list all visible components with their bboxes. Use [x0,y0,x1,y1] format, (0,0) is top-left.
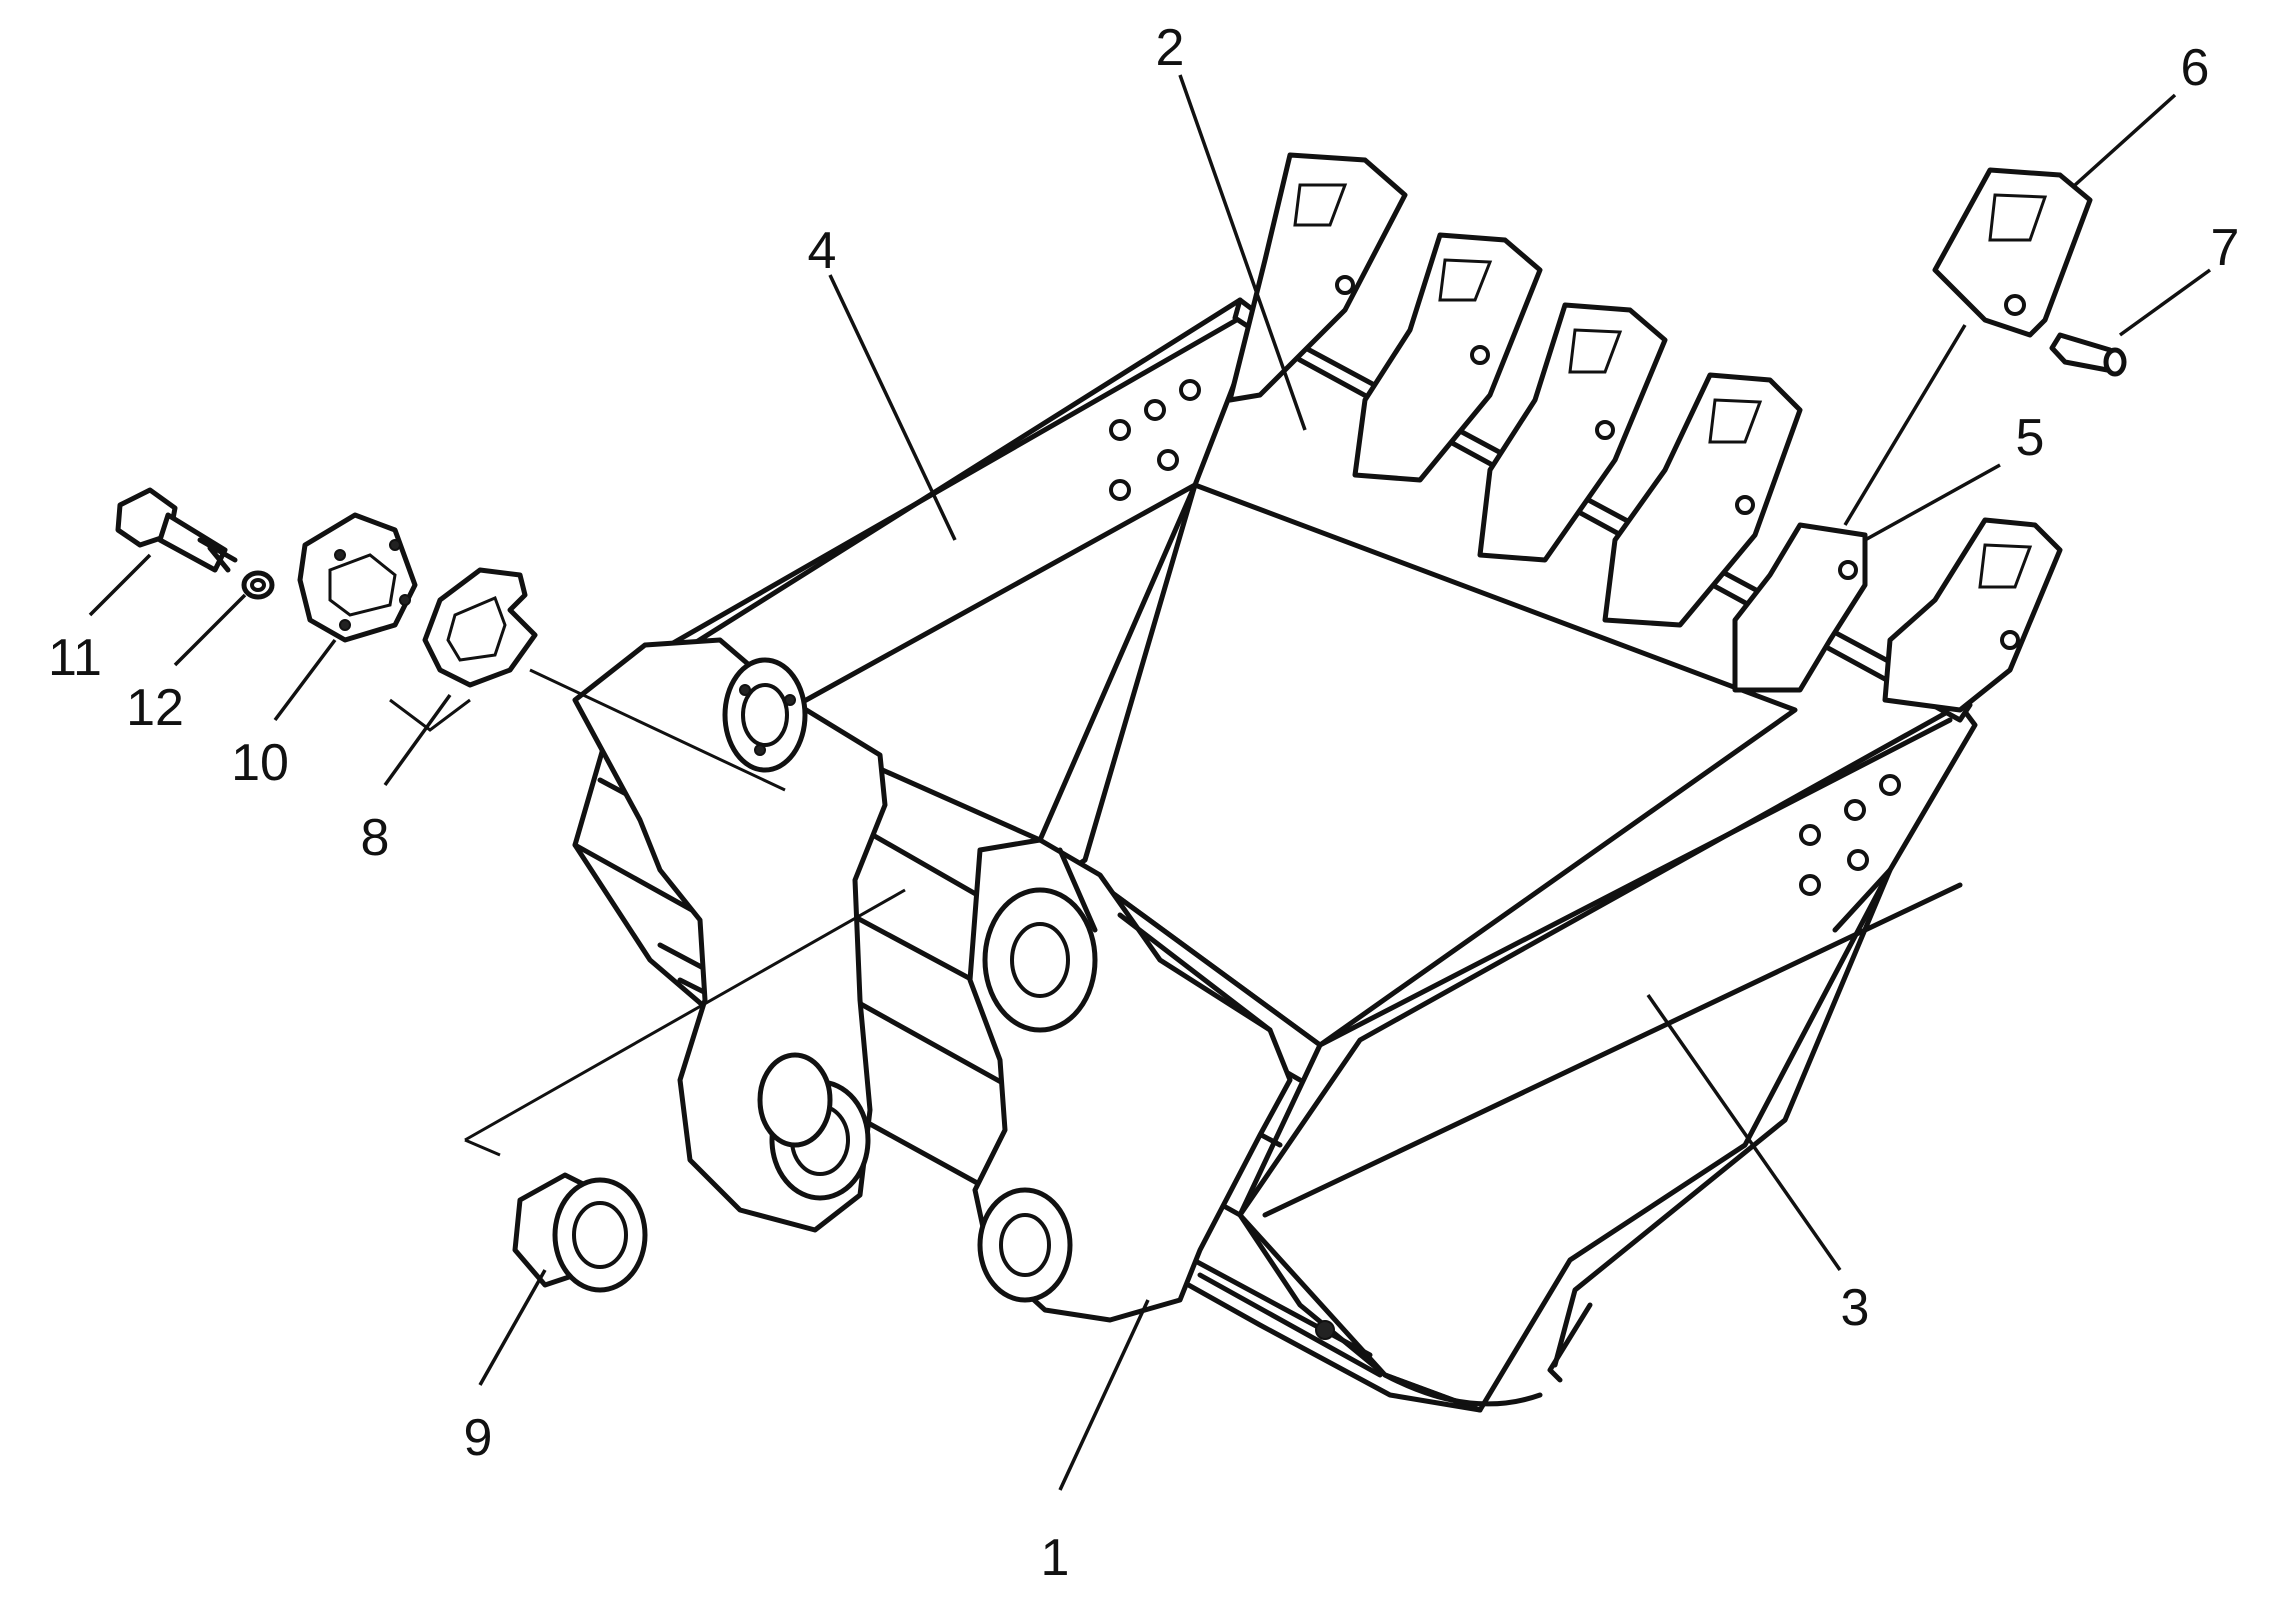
leader-4 [828,274,957,541]
leader-6 [2073,93,2177,187]
leader-7 [2118,268,2212,337]
lock-plate-10 [297,512,418,643]
callout-7: 7 [2211,219,2240,277]
callout-9: 9 [464,1409,493,1467]
tooth-2 [1352,232,1543,483]
callout-6: 6 [2181,39,2210,97]
tooth-6 [1882,517,2063,713]
pin-7 [2049,332,2127,377]
shim-8 [422,567,538,688]
callout-10: 10 [231,734,289,792]
leader-12 [173,593,247,667]
bucket-teeth [1227,152,2063,713]
leader-5b [1843,324,1967,526]
leader-5 [1864,463,2001,542]
bolt-11 [115,487,238,573]
callout-2: 2 [1156,19,1185,77]
loose-tooth-6 [1932,167,2093,338]
callout-labels: 1 2 3 4 5 6 7 8 9 10 11 12 [48,19,2239,1587]
leader-8 [383,693,452,787]
leader-lines [88,74,2212,1491]
leader-10 [273,638,337,722]
callout-3: 3 [1841,1279,1870,1337]
callout-11: 11 [48,629,102,687]
callout-12: 12 [126,679,184,737]
rear-boss-assembly [572,637,888,1233]
callout-8: 8 [361,809,390,867]
side-plate-left-holes [1109,379,1201,501]
leader-9 [478,1269,547,1386]
washer-12 [241,570,275,600]
leader-1 [1058,1299,1150,1491]
side-plate-right-holes [1799,774,1901,896]
leader-2 [1178,74,1307,431]
tooth-3 [1477,302,1668,563]
adapter-5 [1732,522,1868,693]
callout-1: 1 [1041,1529,1070,1587]
assembly-guide-lines [389,668,906,1157]
bushing-9 [512,1172,648,1293]
callout-5: 5 [2016,409,2045,467]
leader-3 [1646,993,1842,1272]
callout-4: 4 [808,222,837,280]
leader-11 [88,553,152,617]
front-boss-assembly [967,837,1293,1323]
tooth-4 [1602,372,1803,628]
